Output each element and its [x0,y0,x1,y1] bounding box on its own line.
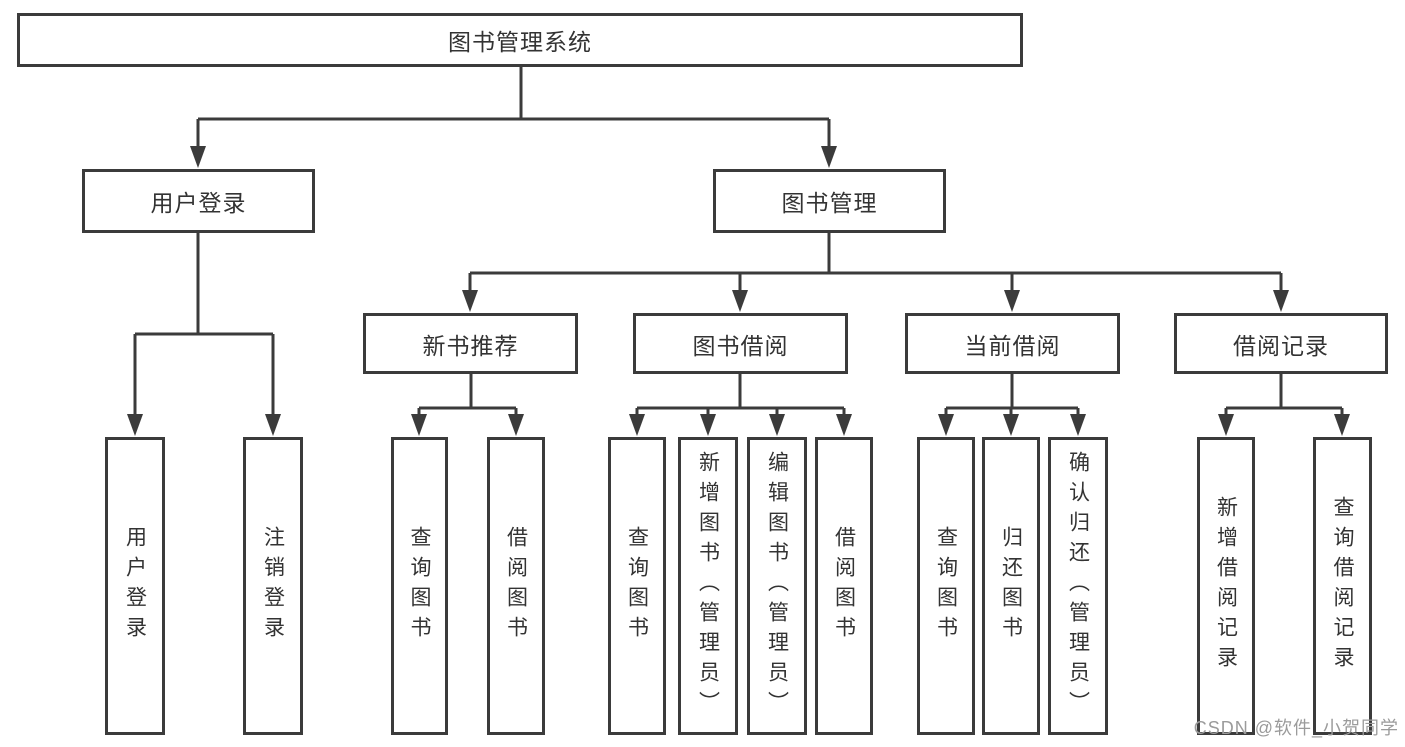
leaf-label: 新增借阅记录 [1214,496,1238,676]
leaf-query-books-current: 查询图书 [917,437,975,735]
leaf-label: 查询图书 [625,526,649,646]
leaf-borrow-books-recommend: 借阅图书 [487,437,545,735]
node-label: 图书管理系统 [448,29,592,55]
leaf-label: 新增图书（管理员） [696,451,720,721]
node-label: 用户登录 [150,190,247,216]
leaf-label: 注销登录 [261,526,285,646]
node-label: 新书推荐 [422,332,519,359]
node-label: 图书管理 [781,190,878,216]
leaf-user-login: 用户登录 [105,437,165,735]
node-label: 借阅记录 [1233,332,1329,359]
leaf-logout: 注销登录 [243,437,303,735]
leaf-label: 查询图书 [408,526,431,646]
node-current-borrowing: 当前借阅 [905,313,1120,374]
leaf-label: 查询借阅记录 [1331,496,1354,676]
leaf-add-borrow-record: 新增借阅记录 [1197,437,1255,735]
node-borrowing-records: 借阅记录 [1174,313,1388,374]
leaf-query-books-recommend: 查询图书 [391,437,448,735]
node-new-book-recommendation: 新书推荐 [363,313,578,374]
leaf-confirm-return-admin: 确认归还（管理员） [1048,437,1108,735]
leaf-label: 借阅图书 [832,526,856,646]
leaf-label: 借阅图书 [504,526,528,646]
node-label: 图书借阅 [692,332,789,359]
leaf-edit-books-admin: 编辑图书（管理员） [747,437,807,735]
leaf-label: 查询图书 [934,526,958,646]
leaf-borrow-books: 借阅图书 [815,437,873,735]
leaf-label: 归还图书 [999,526,1023,646]
node-book-management-system: 图书管理系统 [17,13,1023,67]
leaf-query-books-borrowing: 查询图书 [608,437,666,735]
csdn-watermark: CSDN @软件_小贺同学 [1193,718,1399,738]
node-user-login-branch: 用户登录 [82,169,315,233]
leaf-add-books-admin: 新增图书（管理员） [678,437,738,735]
leaf-label: 确认归还（管理员） [1066,451,1090,721]
leaf-return-books: 归还图书 [982,437,1040,735]
leaf-label: 编辑图书（管理员） [765,451,789,721]
node-book-borrowing: 图书借阅 [633,313,848,374]
node-book-management-branch: 图书管理 [713,169,946,233]
leaf-query-borrow-record: 查询借阅记录 [1313,437,1372,735]
leaf-label: 用户登录 [123,526,147,646]
node-label: 当前借阅 [964,332,1061,359]
